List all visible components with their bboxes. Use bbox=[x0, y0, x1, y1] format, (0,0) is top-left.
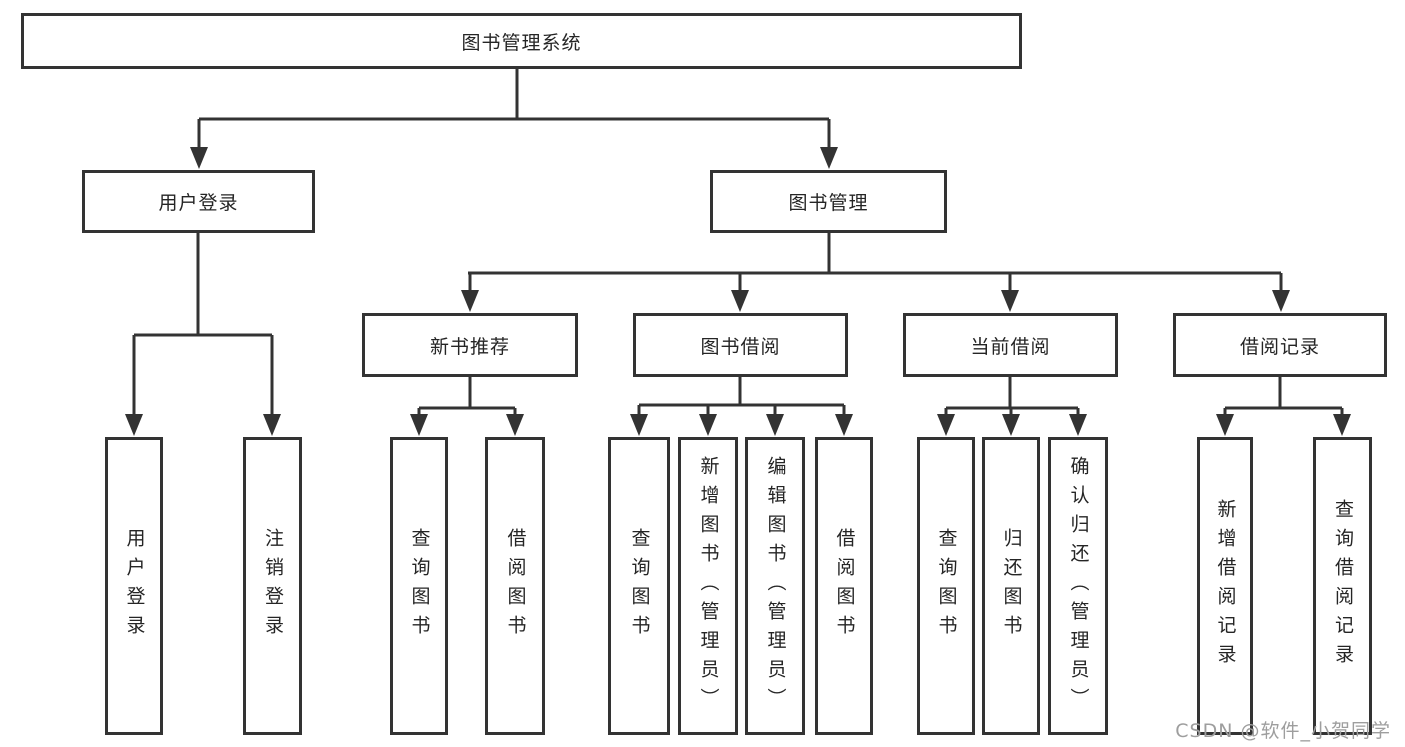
node-root-library-management-system: 图书管理系统 bbox=[21, 13, 1022, 69]
leaf-add-borrow-record-label: 新增借阅记录 bbox=[1214, 499, 1237, 673]
leaf-borrow-books: 借阅图书 bbox=[815, 437, 873, 735]
node-book-borrowing-label: 图书借阅 bbox=[700, 335, 781, 358]
leaf-confirm-return-admin: 确认归还（管理员） bbox=[1048, 437, 1108, 735]
leaf-query-books-current: 查询图书 bbox=[917, 437, 975, 735]
leaf-return-books-label: 归还图书 bbox=[1000, 528, 1023, 644]
leaf-logout: 注销登录 bbox=[243, 437, 302, 735]
node-current-borrowing-label: 当前借阅 bbox=[970, 335, 1051, 358]
node-borrowing-records: 借阅记录 bbox=[1173, 313, 1387, 377]
leaf-query-books-recommend-label: 查询图书 bbox=[408, 528, 431, 644]
node-book-borrowing: 图书借阅 bbox=[633, 313, 848, 377]
node-new-book-recommend-label: 新书推荐 bbox=[429, 335, 510, 358]
node-book-management-label: 图书管理 bbox=[788, 192, 869, 214]
node-user-login-label: 用户登录 bbox=[158, 192, 239, 214]
leaf-confirm-return-admin-label: 确认归还（管理员） bbox=[1067, 455, 1090, 717]
leaf-query-books-current-label: 查询图书 bbox=[935, 528, 958, 644]
leaf-query-borrow-record: 查询借阅记录 bbox=[1313, 437, 1372, 735]
csdn-watermark: CSDN @软件_小贺同学 bbox=[1175, 720, 1391, 742]
leaf-add-borrow-record: 新增借阅记录 bbox=[1197, 437, 1253, 735]
node-current-borrowing: 当前借阅 bbox=[903, 313, 1118, 377]
leaf-user-login-label: 用户登录 bbox=[123, 528, 146, 644]
leaf-query-borrow-record-label: 查询借阅记录 bbox=[1332, 499, 1354, 673]
leaf-query-books-recommend: 查询图书 bbox=[390, 437, 448, 735]
leaf-user-login: 用户登录 bbox=[105, 437, 163, 735]
node-book-management: 图书管理 bbox=[710, 170, 947, 233]
leaf-query-books-borrowing-label: 查询图书 bbox=[628, 528, 651, 644]
leaf-edit-books-admin: 编辑图书（管理员） bbox=[745, 437, 805, 735]
node-new-book-recommend: 新书推荐 bbox=[362, 313, 578, 377]
leaf-borrow-books-recommend-label: 借阅图书 bbox=[504, 528, 527, 644]
leaf-borrow-books-label: 借阅图书 bbox=[833, 528, 856, 644]
node-user-login: 用户登录 bbox=[82, 170, 315, 233]
leaf-edit-books-admin-label: 编辑图书（管理员） bbox=[764, 455, 787, 717]
leaf-borrow-books-recommend: 借阅图书 bbox=[485, 437, 545, 735]
leaf-add-books-admin: 新增图书（管理员） bbox=[678, 437, 738, 735]
node-root-label: 图书管理系统 bbox=[461, 31, 582, 54]
leaf-query-books-borrowing: 查询图书 bbox=[608, 437, 670, 735]
leaf-logout-label: 注销登录 bbox=[262, 528, 284, 644]
leaf-return-books: 归还图书 bbox=[982, 437, 1040, 735]
node-borrowing-records-label: 借阅记录 bbox=[1239, 335, 1320, 358]
leaf-add-books-admin-label: 新增图书（管理员） bbox=[697, 455, 720, 717]
